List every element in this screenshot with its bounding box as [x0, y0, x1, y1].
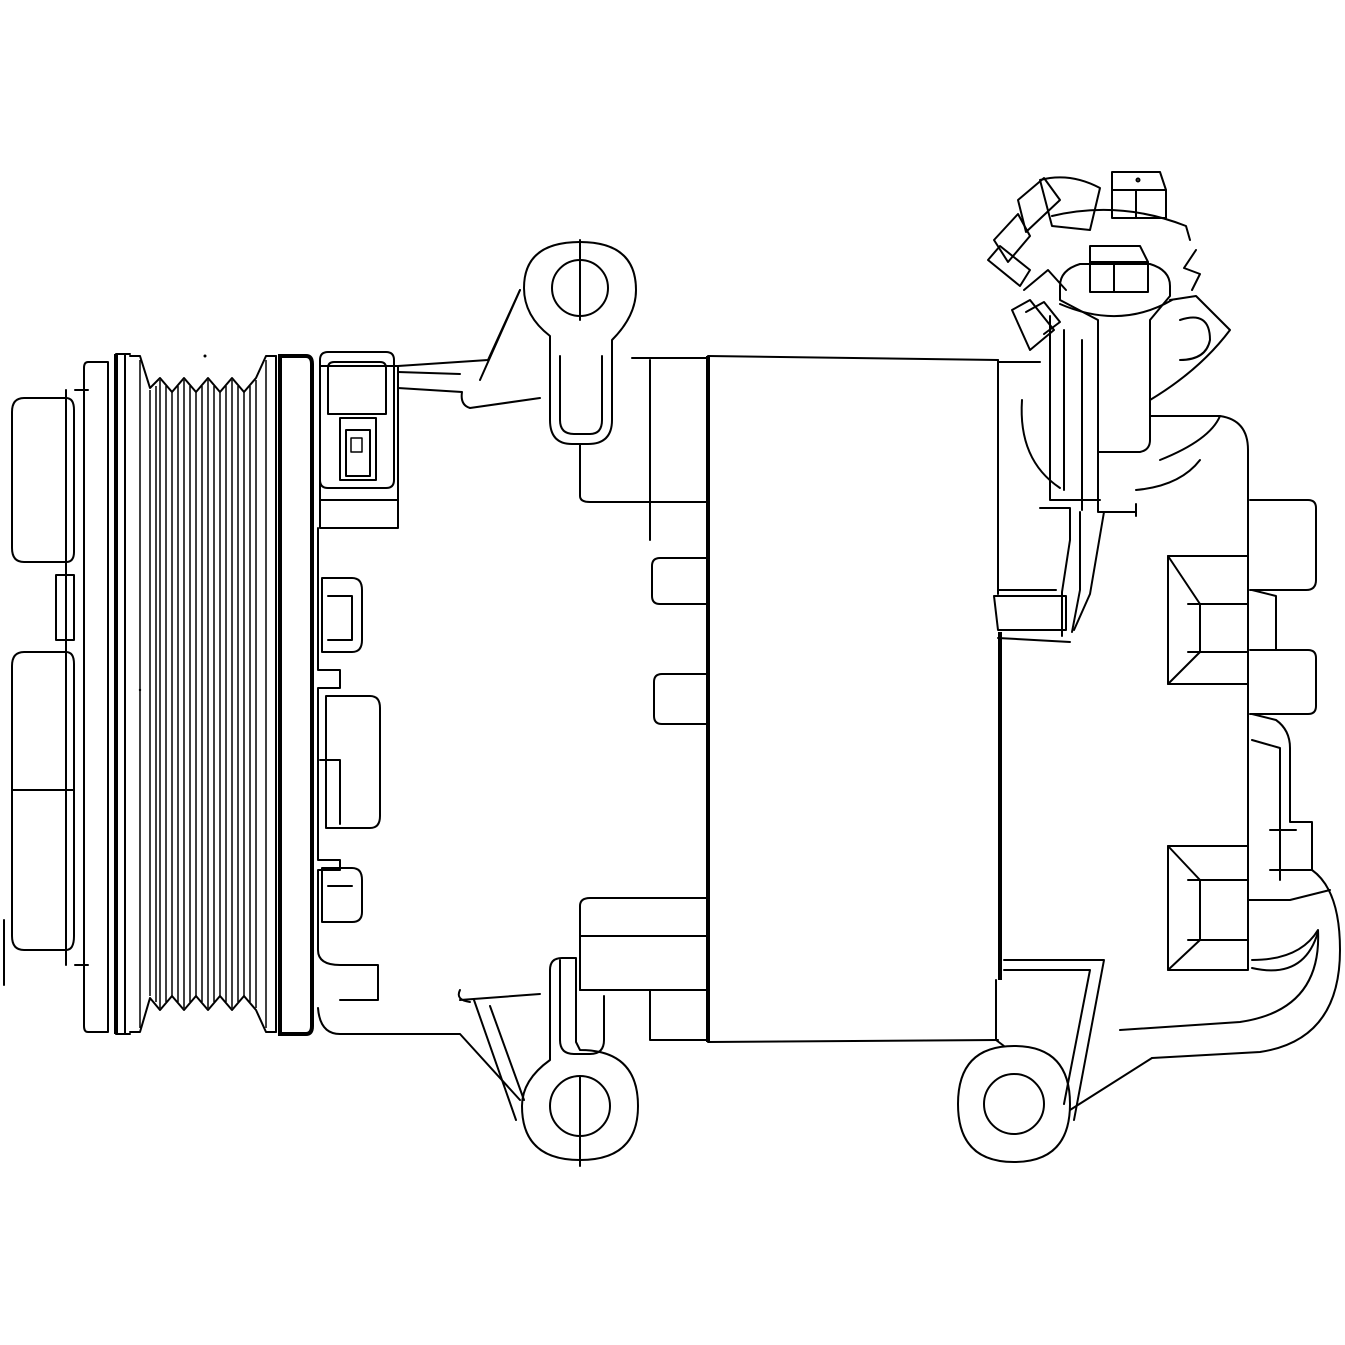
mount-ear-rear [957, 959, 1153, 1163]
mount-ear-top-front [479, 239, 637, 445]
clutch-hub [3, 389, 75, 986]
suction-port [987, 171, 1191, 287]
front-housing [317, 289, 709, 1101]
clutch-connector [319, 351, 399, 529]
discharge-port [1011, 245, 1231, 637]
mount-ear-bottom-front [473, 957, 639, 1167]
pulley [74, 353, 314, 1036]
cylinder-body [706, 355, 1002, 1043]
rear-head [997, 361, 1341, 1059]
valve-bracket [993, 589, 1071, 643]
